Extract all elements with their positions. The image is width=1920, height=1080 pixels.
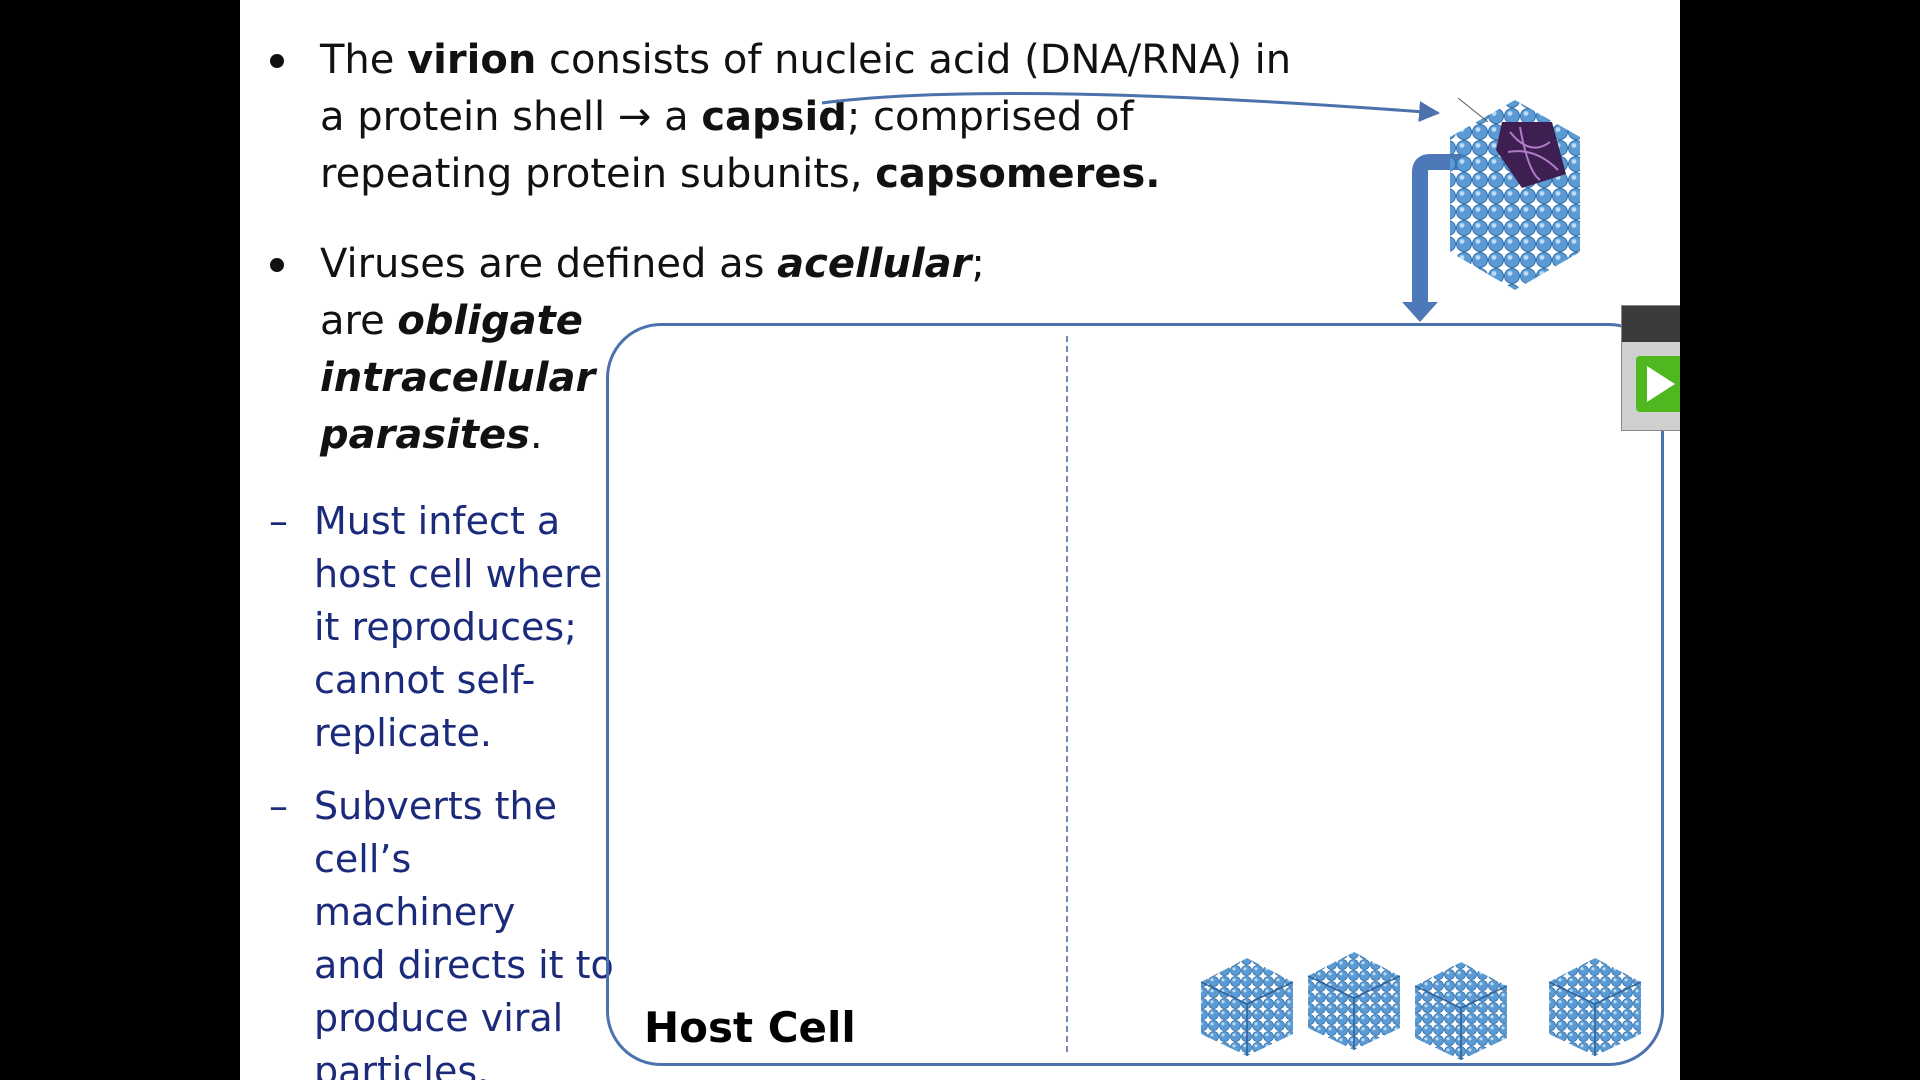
virus-entry-arrowhead (1402, 302, 1438, 322)
text: a protein shell (320, 94, 618, 140)
dash-marker: – (269, 499, 288, 543)
dash-marker: – (269, 784, 288, 828)
term-parasites: parasites (320, 412, 530, 458)
virus-capsid-icon (1450, 97, 1580, 290)
sub-bullet-infect: – Must infect a host cell where it repro… (269, 495, 614, 760)
term-capsomeres: capsomeres. (875, 151, 1161, 197)
play-icon (1647, 366, 1675, 402)
divider-dashed-line (1066, 336, 1068, 1052)
sub-line: and directs it to (314, 943, 614, 987)
bullet-virion-line-3: repeating protein subunits, capsomeres. (320, 146, 1320, 203)
bullet-dot (270, 258, 284, 272)
sub-line: replicate. (314, 711, 492, 755)
sub-line: Subverts the (314, 784, 557, 828)
sub-line: produce viral (314, 996, 564, 1040)
term-acellular: acellular (777, 241, 972, 287)
text: The (320, 37, 408, 83)
host-cell-outline (606, 323, 1664, 1066)
virus-capsid-icon (1414, 962, 1508, 1060)
term-intracellular: intracellular (320, 355, 596, 401)
sub-line: it reproduces; (314, 605, 577, 649)
bullet-acellular-line-3: intracellular (320, 350, 1080, 407)
text: Viruses are defined as (320, 241, 778, 287)
bullet-virion-line-1: The virion consists of nucleic acid (DNA… (320, 32, 1320, 89)
media-control-widget[interactable] (1621, 305, 1680, 431)
text: ; comprised of (846, 94, 1134, 140)
text: . (529, 412, 543, 458)
sub-line: cell’s machinery (314, 837, 516, 934)
sub-line: Must infect a (314, 499, 561, 543)
text: consists of nucleic acid (DNA/RNA) in (536, 37, 1292, 83)
text: repeating protein subunits, (320, 151, 876, 197)
slide: The virion consists of nucleic acid (DNA… (240, 0, 1680, 1080)
annotation-arrows (821, 92, 1462, 322)
media-control-bar (1622, 306, 1680, 342)
sub-line: cannot self- (314, 658, 536, 702)
virus-entry-arrow (1412, 154, 1462, 306)
sub-bullet-subverts: – Subverts the cell’s machinery and dire… (269, 780, 614, 1080)
virus-capsid-icon (1548, 958, 1642, 1056)
bullet-acellular: Viruses are defined as acellular; are ob… (270, 236, 1080, 464)
virus-capsid-icon (1307, 952, 1401, 1050)
text: ; (971, 241, 985, 287)
sub-line: particles. (314, 1049, 490, 1080)
capsid-pointer-arrow (821, 92, 1441, 123)
bullet-acellular-line-2: are obligate (320, 293, 1080, 350)
term-obligate: obligate (397, 298, 583, 344)
bullet-virion: The virion consists of nucleic acid (DNA… (270, 32, 1320, 203)
bullet-acellular-line-1: Viruses are defined as acellular; (320, 236, 1080, 293)
virus-capsid-icon (1200, 958, 1294, 1056)
text: a (651, 94, 702, 140)
bullet-dot (270, 54, 284, 68)
sub-line: host cell where (314, 552, 603, 596)
host-cell-label: Host Cell (644, 1003, 856, 1052)
bullet-acellular-line-4: parasites. (320, 407, 1080, 464)
term-virion: virion (407, 37, 537, 83)
arrow-right-icon: → (617, 94, 652, 140)
text: are (320, 298, 398, 344)
